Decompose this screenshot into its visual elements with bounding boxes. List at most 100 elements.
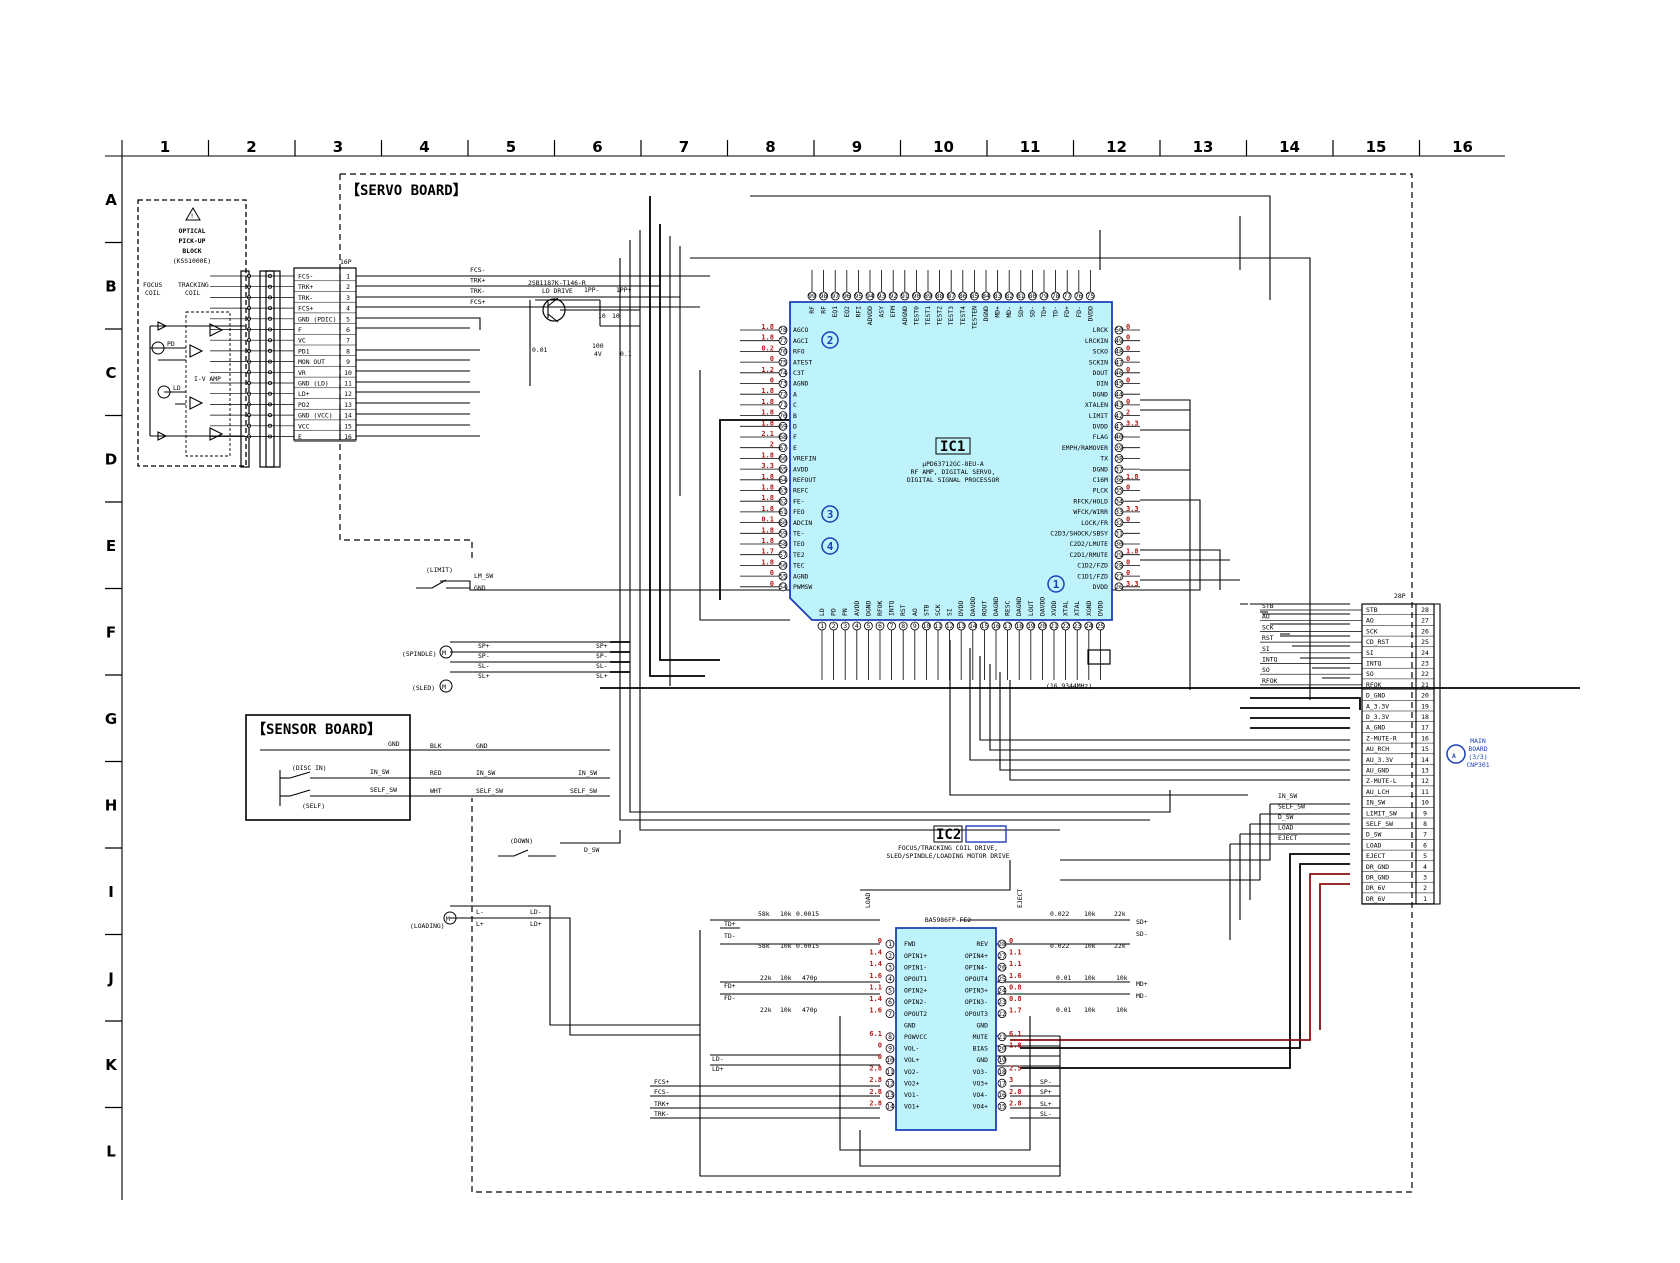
svg-text:96: 96 [843, 292, 851, 300]
ic2-driver: IC2 FOCUS/TRACKING COIL DRIVE, SLED/SPIN… [869, 825, 1022, 1131]
svg-text:97: 97 [831, 292, 839, 300]
pin-voltage: 1.8 [761, 505, 774, 513]
svg-text:(16.9344MHz): (16.9344MHz) [1046, 682, 1092, 690]
column-label: 2 [246, 138, 256, 156]
svg-text:13: 13 [957, 622, 965, 630]
ic1-pin-name: TEST3 [947, 306, 955, 325]
pin-voltage: 0 [878, 937, 882, 945]
pin-voltage: 2.1 [761, 430, 774, 438]
ic1-pin-name: DGND [864, 600, 872, 616]
svg-text:93: 93 [878, 292, 886, 300]
row-label: B [105, 278, 116, 296]
ic2-pin-name: GND [976, 1056, 988, 1064]
connector16-pin-number: 16 [344, 433, 352, 441]
ic1-pin-name: SCKIN [1089, 358, 1108, 366]
ic1-marker [821, 537, 839, 555]
ic1-pin-name: SCKO [1093, 348, 1109, 356]
ic1-pin-name: DVDD [1093, 423, 1109, 431]
svg-text:56: 56 [779, 562, 787, 570]
ic1-label: IC1 [940, 439, 965, 455]
svg-text:10: 10 [612, 312, 620, 320]
svg-text:8: 8 [888, 1033, 892, 1041]
column-label: 14 [1279, 138, 1300, 156]
net-label: LOAD [1278, 824, 1294, 832]
ic1-pin-name: AGCI [793, 337, 809, 345]
row-label: K [105, 1056, 118, 1074]
connector16-pin-name: GND (VCC) [298, 412, 333, 420]
svg-text:10: 10 [886, 1056, 894, 1064]
svg-text:58k: 58k [758, 942, 770, 950]
svg-text:15: 15 [998, 1103, 1006, 1111]
connector16-pin-number: 5 [346, 315, 350, 323]
svg-text:22: 22 [998, 1010, 1006, 1018]
svg-text:78: 78 [779, 326, 787, 334]
svg-text:19: 19 [998, 1056, 1006, 1064]
svg-text:69: 69 [779, 423, 787, 431]
ic1-pin-name: RFO [793, 348, 805, 356]
ic1-pin-name: FEO [793, 508, 805, 516]
connector28-pin-number: 28 [1421, 606, 1429, 614]
connector28-pin-name: A_3.3V [1366, 702, 1389, 710]
ic2-label: IC2 [936, 827, 961, 843]
svg-text:59: 59 [779, 530, 787, 538]
ic1-pin-name: INTQ [888, 600, 896, 616]
connector16-pin-number: 4 [346, 305, 350, 313]
ic1-pin-name: D [793, 423, 797, 431]
ic1-pin-name: AGND [793, 572, 809, 580]
svg-text:4: 4 [888, 975, 892, 983]
svg-text:LD: LD [173, 384, 181, 392]
connector28-pin-number: 21 [1421, 681, 1429, 689]
net-labels: FCS-TRK+TRK-FCS+ [470, 266, 486, 306]
pin-voltage: 1.8 [761, 526, 774, 534]
svg-text:7: 7 [888, 1010, 892, 1018]
connector28-pin-number: 24 [1421, 649, 1429, 657]
svg-text:LD-: LD- [530, 908, 542, 916]
svg-text:41: 41 [1115, 423, 1123, 431]
svg-text:28: 28 [1115, 562, 1123, 570]
connector28-pin-number: 13 [1421, 767, 1429, 775]
svg-text:14: 14 [969, 622, 977, 630]
ic1-pin-name: DGND [982, 306, 990, 322]
svg-text:SP-: SP- [1040, 1078, 1052, 1086]
connector16-pin-name: VR [298, 369, 306, 377]
pin-voltage: 1.4 [869, 949, 882, 957]
column-label: 8 [765, 138, 775, 156]
ic1-pin-name: PWMSW [793, 583, 812, 591]
ic2-pin-name: OPIN4- [965, 963, 988, 971]
column-label: 16 [1452, 138, 1473, 156]
connector16-pin-name: VCC [298, 422, 310, 430]
svg-text:LM_SW: LM_SW [474, 572, 493, 580]
ic1-pin-name: DAGND [992, 597, 1000, 616]
svg-text:SELF_SW: SELF_SW [476, 787, 503, 795]
svg-text:(KSS1000E): (KSS1000E) [173, 257, 211, 265]
pin-voltage: 0 [770, 580, 774, 588]
ic1-pin-name: C3T [793, 369, 805, 377]
pin-voltage: 0 [1126, 569, 1130, 577]
svg-text:10: 10 [598, 312, 606, 320]
svg-text:TRACKING: TRACKING [178, 281, 209, 289]
ic2-body [895, 927, 997, 1131]
net-label: FCS+ [470, 298, 486, 306]
pin-voltage: 0 [1009, 937, 1013, 945]
servo-board-title: 【SERVO BOARD】 [346, 183, 467, 199]
svg-text:7: 7 [890, 622, 894, 630]
svg-text:16: 16 [998, 1091, 1006, 1099]
svg-text:46: 46 [1115, 369, 1123, 377]
row-label: L [106, 1143, 116, 1161]
connector16-pin-name: FCS- [298, 273, 313, 281]
pin-voltage: 3.3 [761, 462, 774, 470]
svg-text:10: 10 [923, 622, 931, 630]
svg-text:88: 88 [936, 292, 944, 300]
connector16-pin-name: PD2 [298, 401, 310, 409]
connector28-pin-name: Z-MUTE-L [1366, 777, 1397, 785]
connector16-pin-number: 2 [346, 283, 350, 291]
svg-text:22k: 22k [760, 1006, 772, 1014]
svg-text:(LOADING): (LOADING) [410, 922, 445, 930]
svg-text:26: 26 [998, 963, 1006, 971]
svg-text:RF AMP, DIGITAL SERVO,: RF AMP, DIGITAL SERVO, [911, 468, 996, 476]
svg-text:83: 83 [994, 292, 1002, 300]
connector28-pin-number: 14 [1421, 756, 1429, 764]
column-label: 7 [679, 138, 689, 156]
pin-voltage: 2.8 [1009, 1099, 1022, 1107]
net-label: IN_SW [1278, 792, 1297, 800]
